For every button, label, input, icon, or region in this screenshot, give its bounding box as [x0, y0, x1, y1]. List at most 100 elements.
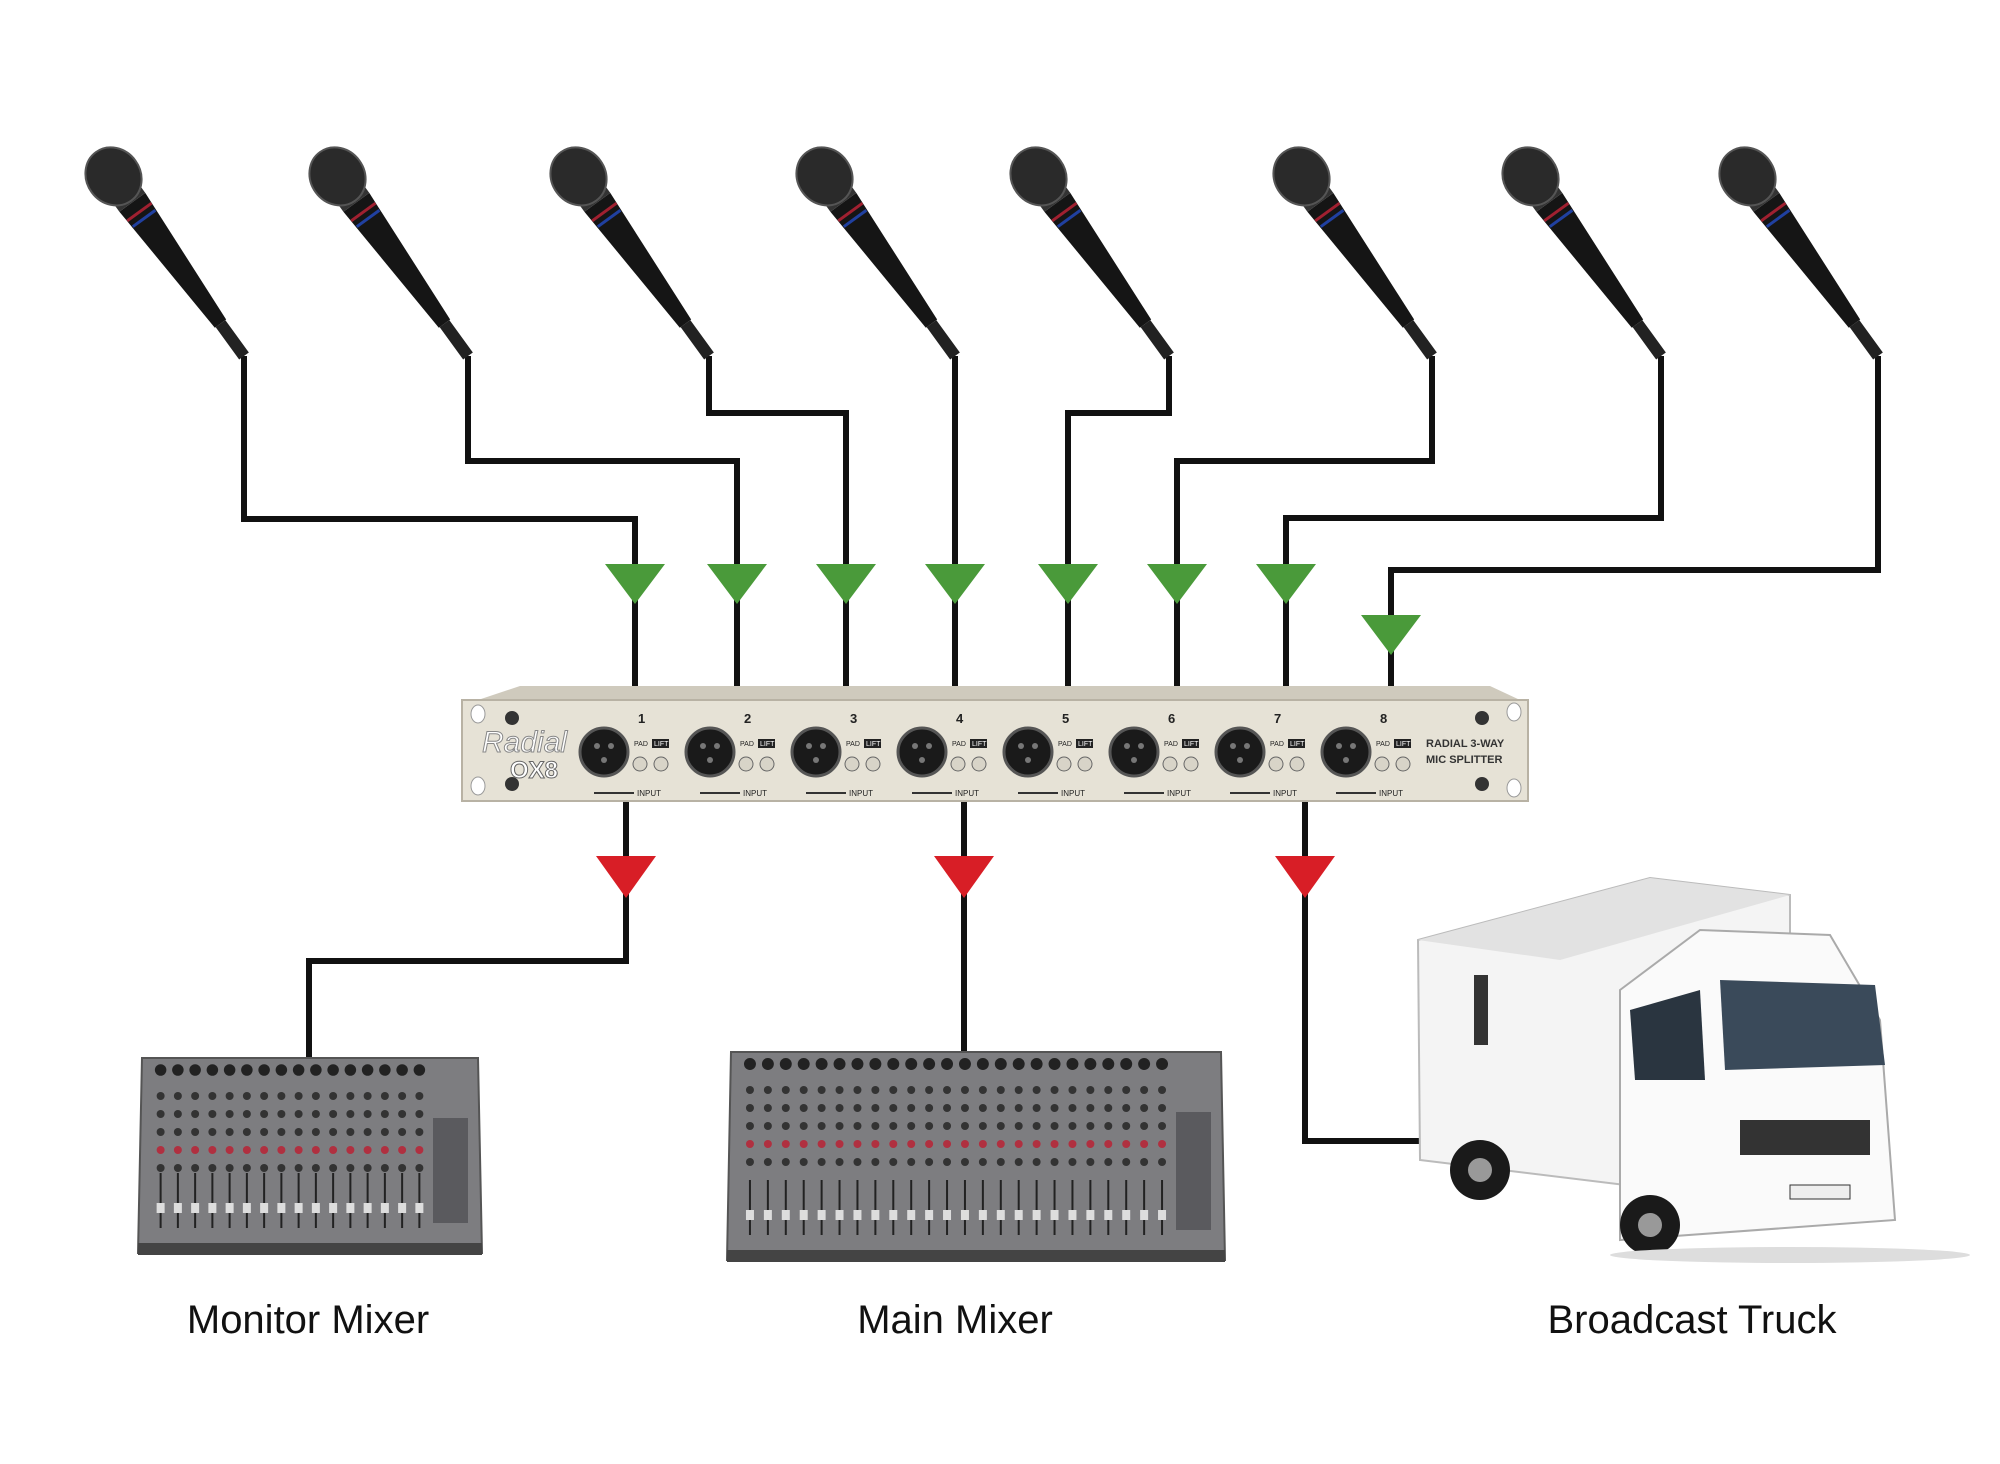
mixer-knob — [398, 1164, 407, 1172]
mixer-knob — [156, 1092, 165, 1100]
mixer-knob — [277, 1164, 286, 1172]
fader-cap — [1014, 1210, 1023, 1220]
mixer-knob — [799, 1122, 808, 1130]
mixer-jack — [1156, 1058, 1169, 1070]
input-label: INPUT — [955, 789, 979, 798]
mixer-jack — [172, 1064, 184, 1076]
rack-hole — [470, 776, 486, 796]
xlr-pin — [1032, 743, 1038, 749]
lift-label-bg — [864, 739, 881, 748]
lift-label-bg — [1076, 739, 1093, 748]
lift-label: LIFT — [1396, 741, 1411, 748]
monitor-mixer — [136, 1057, 484, 1255]
mic-grille — [549, 146, 608, 207]
mic-band — [591, 201, 618, 223]
mixer-knob — [1158, 1086, 1167, 1094]
mixer-jack — [1102, 1058, 1115, 1070]
mixer-knob — [191, 1110, 200, 1118]
fader-cap — [978, 1210, 987, 1220]
mixer-knob — [294, 1128, 303, 1136]
fader-cap — [398, 1203, 407, 1213]
mixer-knob — [294, 1092, 303, 1100]
mixer-jack — [1120, 1058, 1133, 1070]
mixer-knob — [363, 1110, 372, 1118]
mixer-knob — [294, 1146, 303, 1154]
mic-grille — [308, 146, 367, 207]
fader-slot — [1143, 1180, 1146, 1235]
microphone-1 — [84, 146, 249, 360]
brand-logo: Radial — [482, 726, 568, 759]
mixer-jack — [344, 1064, 357, 1076]
mixer-knob — [1014, 1158, 1023, 1166]
microphone-5 — [1009, 146, 1174, 360]
pad-label: PAD — [952, 741, 966, 748]
xlr-pin — [1025, 757, 1031, 763]
mixer-knob — [763, 1140, 772, 1148]
mixer-knob — [225, 1146, 234, 1154]
mixer-base — [727, 1250, 1225, 1262]
mixer-knob — [925, 1104, 934, 1112]
mixer-knob — [943, 1086, 952, 1094]
channel-number: 2 — [744, 711, 751, 726]
mixer-knob — [745, 1140, 754, 1148]
pad-switch — [1162, 756, 1178, 772]
fader-slot — [892, 1180, 895, 1235]
mixer-knob — [889, 1140, 898, 1148]
mixer-knob — [1068, 1122, 1077, 1130]
mixer-knob — [943, 1104, 952, 1112]
fader-cap — [1122, 1210, 1131, 1220]
mixer-knob — [208, 1110, 217, 1118]
xlr-input — [790, 726, 842, 778]
mixer-knob — [398, 1146, 407, 1154]
mixer-knob — [346, 1164, 355, 1172]
mic-cable-7 — [1283, 356, 1664, 686]
mic-band — [1765, 209, 1791, 228]
microphone-7 — [1501, 146, 1666, 360]
lift-label-bg — [1288, 739, 1305, 748]
xlr-pin — [1336, 743, 1342, 749]
mixer-knob — [1014, 1122, 1023, 1130]
mixer-knob — [799, 1086, 808, 1094]
lift-label: LIFT — [1078, 741, 1093, 748]
mixer-knob — [1158, 1140, 1167, 1148]
lift-switch — [759, 756, 775, 772]
mixer-knob — [943, 1122, 952, 1130]
pad-switch — [950, 756, 966, 772]
fader-slot — [838, 1180, 841, 1235]
pad-switch — [1056, 756, 1072, 772]
channel-number: 5 — [1062, 711, 1069, 726]
mixer-knob — [208, 1092, 217, 1100]
wheel-hub — [1638, 1213, 1662, 1237]
fader-slot — [401, 1173, 404, 1228]
mic-handle — [830, 192, 938, 328]
xlr-input — [1108, 726, 1160, 778]
mixer-knob — [380, 1164, 389, 1172]
lift-label-bg — [652, 739, 669, 748]
mixer-knob — [1122, 1104, 1131, 1112]
xlr-input — [896, 726, 948, 778]
mixer-knob — [346, 1110, 355, 1118]
mixer-jack — [258, 1064, 270, 1076]
mixer-knob — [763, 1122, 772, 1130]
mixer-knob — [871, 1104, 880, 1112]
fader-slot — [176, 1173, 179, 1228]
mixer-knob — [380, 1146, 389, 1154]
mixer-jack — [1048, 1058, 1061, 1070]
mixer-knob — [781, 1140, 790, 1148]
mixer-knob — [853, 1086, 862, 1094]
mixer-knob — [781, 1104, 790, 1112]
mixer-knob — [1104, 1104, 1113, 1112]
fader-cap — [1068, 1210, 1077, 1220]
mixer-knob — [925, 1140, 934, 1148]
mixer-knob — [1050, 1086, 1059, 1094]
mixer-knob — [1104, 1158, 1113, 1166]
xlr-pin — [714, 743, 720, 749]
mixer-jack — [958, 1058, 971, 1070]
mic-handle — [1307, 192, 1415, 328]
splitter-title: MIC SPLITTER — [1426, 754, 1502, 766]
mixer-knob — [242, 1146, 251, 1154]
